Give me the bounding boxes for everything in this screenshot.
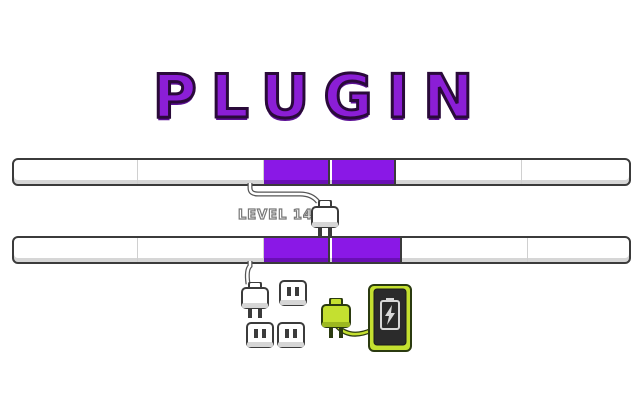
track-segment (402, 238, 528, 262)
battery-lightning-icon (380, 298, 400, 330)
phone-battery-device[interactable] (368, 284, 412, 352)
plug-icon[interactable] (240, 282, 270, 320)
top-track-bar (12, 158, 631, 186)
track-segment-active (332, 160, 396, 184)
charger-plug-icon[interactable] (320, 298, 352, 342)
track-segment (138, 238, 264, 262)
track-segment (14, 160, 138, 184)
track-segment-active (264, 160, 330, 184)
game-title: PLUGIN (151, 61, 488, 134)
track-segment-active (332, 238, 402, 262)
socket-icon[interactable] (277, 322, 305, 348)
level-indicator: LEVEL 14 (237, 207, 314, 223)
track-segment (14, 238, 138, 262)
track-segment-active (264, 238, 330, 262)
plug-icon[interactable] (310, 200, 340, 240)
socket-icon[interactable] (279, 280, 307, 306)
track-segment (396, 160, 522, 184)
socket-icon[interactable] (246, 322, 274, 348)
track-segment (138, 160, 264, 184)
